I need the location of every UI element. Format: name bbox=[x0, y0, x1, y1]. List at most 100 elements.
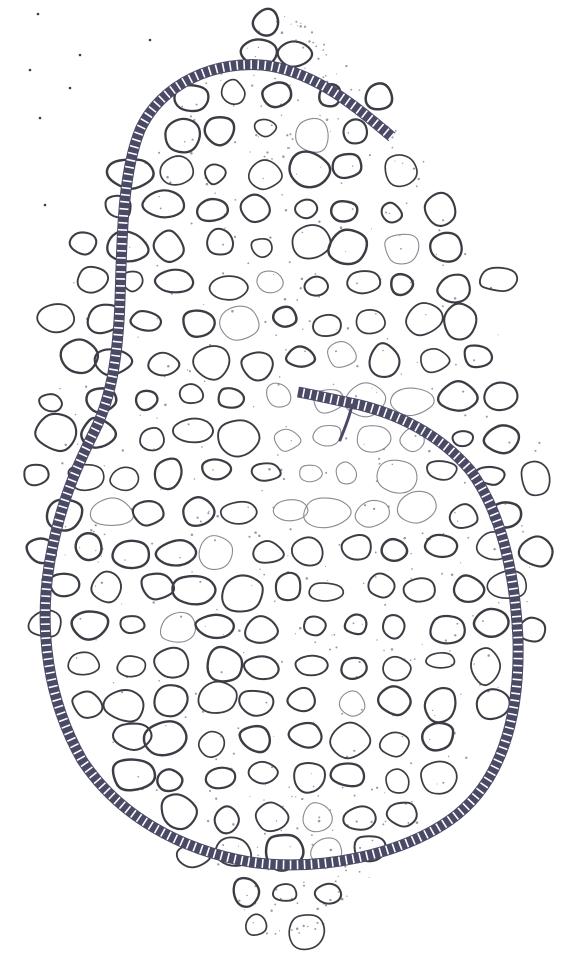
stipple-dot bbox=[341, 898, 344, 901]
stipple-dot bbox=[304, 26, 306, 28]
stipple-dot bbox=[306, 577, 309, 580]
stipple-dot bbox=[456, 623, 458, 625]
stipple-dot bbox=[326, 119, 329, 122]
stipple-dot bbox=[203, 304, 204, 305]
stipple-dot bbox=[338, 891, 340, 893]
stipple-dot bbox=[373, 508, 375, 510]
stipple-dot bbox=[273, 274, 274, 275]
stipple-dot bbox=[296, 827, 298, 829]
stipple-dot bbox=[274, 78, 276, 80]
stipple-dot bbox=[165, 725, 166, 726]
stipple-dot bbox=[325, 75, 327, 77]
stipple-dot bbox=[270, 909, 272, 911]
stipple-dot bbox=[353, 750, 355, 752]
stipple-dot bbox=[333, 384, 335, 386]
stipple-dot bbox=[196, 104, 198, 106]
stipple-dot bbox=[311, 773, 312, 774]
stipple-dot bbox=[206, 183, 209, 186]
stipple-dot bbox=[309, 320, 311, 322]
stipple-dot bbox=[508, 442, 510, 444]
stipple-dot bbox=[338, 544, 340, 546]
stipple-dot bbox=[334, 634, 336, 636]
stipple-dot bbox=[350, 89, 352, 91]
stipple-dot bbox=[271, 124, 273, 126]
stipple-dot bbox=[313, 722, 314, 723]
stipple-dot bbox=[406, 202, 408, 204]
stipple-dot bbox=[307, 926, 308, 927]
stipple-dot bbox=[346, 896, 347, 897]
stipple-dot bbox=[104, 465, 105, 466]
stipple-dot bbox=[454, 297, 457, 300]
stipple-dot bbox=[436, 254, 437, 255]
stipple-dot bbox=[289, 133, 291, 135]
stipple-dot bbox=[341, 713, 343, 715]
stipple-dot bbox=[342, 787, 344, 789]
stipple-dot bbox=[249, 151, 250, 152]
stipple-dot bbox=[291, 440, 292, 441]
stipple-dot bbox=[205, 82, 207, 84]
stipple-dot bbox=[340, 226, 343, 229]
stipple-dot bbox=[279, 376, 281, 378]
stipple-dot bbox=[262, 490, 263, 491]
stipple-dot bbox=[302, 47, 304, 49]
stipple-dot bbox=[288, 787, 290, 789]
stipple-dot bbox=[215, 798, 217, 800]
stipple-dot bbox=[522, 531, 524, 533]
stipple-dot bbox=[292, 138, 294, 140]
stipple-dot bbox=[521, 525, 523, 527]
stipple-dot bbox=[482, 620, 484, 622]
stipple-dot bbox=[255, 134, 257, 136]
stipple-dot bbox=[209, 790, 211, 792]
stipple-dot bbox=[423, 161, 425, 163]
stipple-dot bbox=[395, 161, 396, 162]
stipple-dot bbox=[260, 105, 262, 107]
stipple-dot bbox=[303, 882, 305, 884]
stipple-dot bbox=[320, 167, 321, 168]
stipple-dot bbox=[254, 531, 257, 534]
stipple-dot bbox=[375, 576, 377, 578]
stipple-dot bbox=[410, 659, 412, 661]
stipple-dot bbox=[191, 534, 194, 537]
stipple-dot bbox=[233, 105, 235, 107]
stipple-dot bbox=[323, 44, 325, 46]
stipple-dot bbox=[410, 282, 411, 283]
stipple-dot bbox=[192, 139, 194, 141]
stipple-dot bbox=[336, 73, 337, 74]
stipple-dot bbox=[297, 25, 298, 26]
stipple-dot bbox=[264, 321, 266, 323]
stipple-dot bbox=[121, 603, 122, 604]
stipple-dot bbox=[442, 264, 444, 266]
stipple-dot bbox=[276, 820, 277, 821]
stipple-dot bbox=[317, 795, 319, 797]
stipple-dot bbox=[234, 236, 236, 238]
stipple-dot bbox=[493, 548, 495, 550]
stipple-dot bbox=[191, 571, 192, 572]
stipple-dot bbox=[216, 515, 219, 518]
stipple-dot bbox=[399, 235, 400, 236]
stray-dot bbox=[29, 69, 32, 72]
stipple-dot bbox=[302, 232, 304, 234]
stipple-dot bbox=[129, 247, 130, 248]
stipple-dot bbox=[311, 31, 313, 33]
stipple-dot bbox=[378, 458, 380, 460]
stipple-dot bbox=[410, 762, 412, 764]
stipple-dot bbox=[224, 228, 225, 229]
stipple-dot bbox=[395, 130, 397, 132]
stipple-dot bbox=[297, 902, 299, 904]
stipple-dot bbox=[190, 115, 192, 117]
stipple-dot bbox=[353, 622, 355, 624]
stipple-dot bbox=[314, 641, 316, 643]
stipple-dot bbox=[281, 830, 283, 832]
stipple-dot bbox=[336, 329, 337, 330]
stipple-dot bbox=[442, 219, 444, 221]
stipple-dot bbox=[248, 536, 250, 538]
stipple-dot bbox=[311, 834, 313, 836]
stipple-dot bbox=[257, 855, 259, 857]
stipple-dot bbox=[410, 553, 412, 555]
stipple-dot bbox=[265, 702, 267, 704]
stipple-dot bbox=[258, 47, 259, 48]
stipple-dot bbox=[296, 928, 299, 931]
stipple-dot bbox=[137, 776, 139, 778]
stipple-dot bbox=[158, 680, 160, 682]
stipple-dot bbox=[237, 727, 239, 729]
